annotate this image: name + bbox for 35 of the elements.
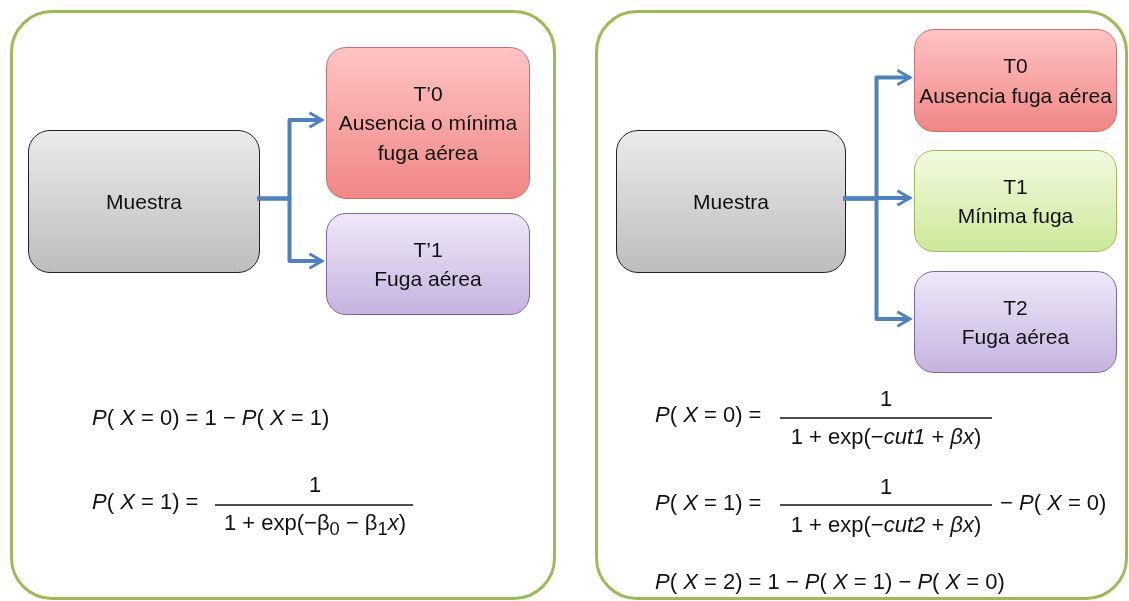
panel-background (10, 10, 556, 600)
category-label: Mínima fuga (957, 203, 1074, 229)
branch-arrow (257, 196, 324, 270)
category-code: T’0 (413, 80, 443, 107)
formula-text: 1 (308, 471, 322, 499)
formula-text: P( X = 1) = (655, 489, 762, 517)
formula-text: 1 + exp(−cut1 + βx) (790, 423, 982, 451)
formula-text: 1 (879, 473, 893, 501)
category-box (914, 150, 1117, 252)
category-box (326, 47, 530, 199)
category-label: Ausencia o mínima fuga aérea (337, 110, 519, 166)
box-label: Muestra (693, 188, 769, 215)
category-box (326, 213, 530, 315)
formula-text: 1 + exp(−β$_{0}$ − β$_{1}$x) (223, 509, 407, 541)
formula-text: P( X = 0) = 1 − P( X = 1) (92, 404, 330, 432)
sample-box (28, 130, 260, 273)
box-label: Muestra (106, 188, 182, 215)
category-code: T1 (1003, 173, 1028, 200)
formula-text: 1 + exp(−cut2 + βx) (790, 511, 982, 539)
branch-arrow (843, 196, 912, 328)
sample-box (616, 130, 846, 273)
formula-text: − P( X = 0) (1000, 489, 1107, 517)
panel-background (595, 10, 1128, 600)
category-box (914, 29, 1117, 132)
category-label: Ausencia fuga aérea (919, 82, 1112, 109)
formula-text: P( X = 1) = (92, 488, 199, 516)
formula-text: 1 (879, 385, 893, 413)
category-label: Fuga aérea (961, 324, 1070, 350)
formula-text: P( X = 0) = (655, 401, 762, 429)
category-code: T’1 (413, 236, 443, 263)
category-code: T0 (1003, 53, 1028, 80)
category-box (914, 271, 1117, 373)
category-label: Fuga aérea (374, 266, 482, 292)
formula-text: P( X = 2) = 1 − P( X = 1) − P( X = 0) (655, 568, 1005, 596)
category-code: T2 (1003, 294, 1028, 321)
